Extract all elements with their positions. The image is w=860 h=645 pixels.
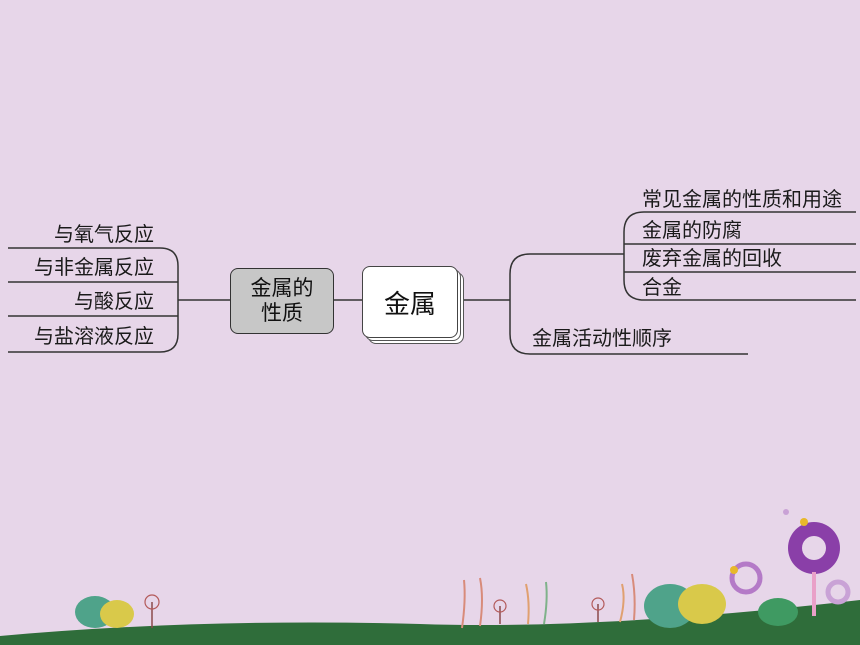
branch-acid: 与酸反应 xyxy=(74,289,154,313)
branch-recycling: 废弃金属的回收 xyxy=(642,246,782,270)
grass-4 xyxy=(543,581,548,625)
branch-oxygen: 与氧气反应 xyxy=(54,222,154,246)
node-line-1: 金属的 xyxy=(250,276,314,300)
node-line-2: 性质 xyxy=(261,301,303,325)
ornament-small xyxy=(729,561,763,595)
bush-left-2 xyxy=(100,600,134,628)
ground-hill xyxy=(0,600,860,645)
ornament-big-hole xyxy=(802,536,826,560)
bush-right-2 xyxy=(678,584,726,624)
bush-right-3 xyxy=(758,598,798,626)
ornament-dot-yellow xyxy=(730,566,738,574)
branch-salt-solution: 与盐溶液反应 xyxy=(34,324,154,348)
branch-alloy: 合金 xyxy=(642,275,682,299)
ornament-dot-yellow-2 xyxy=(800,518,808,526)
grass-6 xyxy=(631,573,636,621)
grass-3 xyxy=(525,583,530,625)
tree-mid-1-crown xyxy=(493,599,507,613)
ornament-big-stem xyxy=(812,572,816,616)
ornament-dot-purple xyxy=(783,509,789,515)
tree-mid-2-crown xyxy=(591,597,605,611)
branch-activity-series: 金属活动性顺序 xyxy=(532,326,672,350)
center-node: 金属 xyxy=(362,266,458,338)
right-sub-bracket xyxy=(623,211,645,301)
right-fork xyxy=(509,253,531,355)
ornament-tiny xyxy=(825,579,851,605)
node-metal-properties: 金属的 性质 xyxy=(230,268,334,334)
branch-corrosion-prevention: 金属的防腐 xyxy=(642,218,742,242)
grass-5 xyxy=(619,583,625,623)
tree-left-crown xyxy=(144,594,160,610)
branch-nonmetal: 与非金属反应 xyxy=(34,255,154,279)
branch-common-metals: 常见金属的性质和用途 xyxy=(642,187,842,211)
grass-1 xyxy=(461,579,466,629)
grass-2 xyxy=(479,577,483,627)
